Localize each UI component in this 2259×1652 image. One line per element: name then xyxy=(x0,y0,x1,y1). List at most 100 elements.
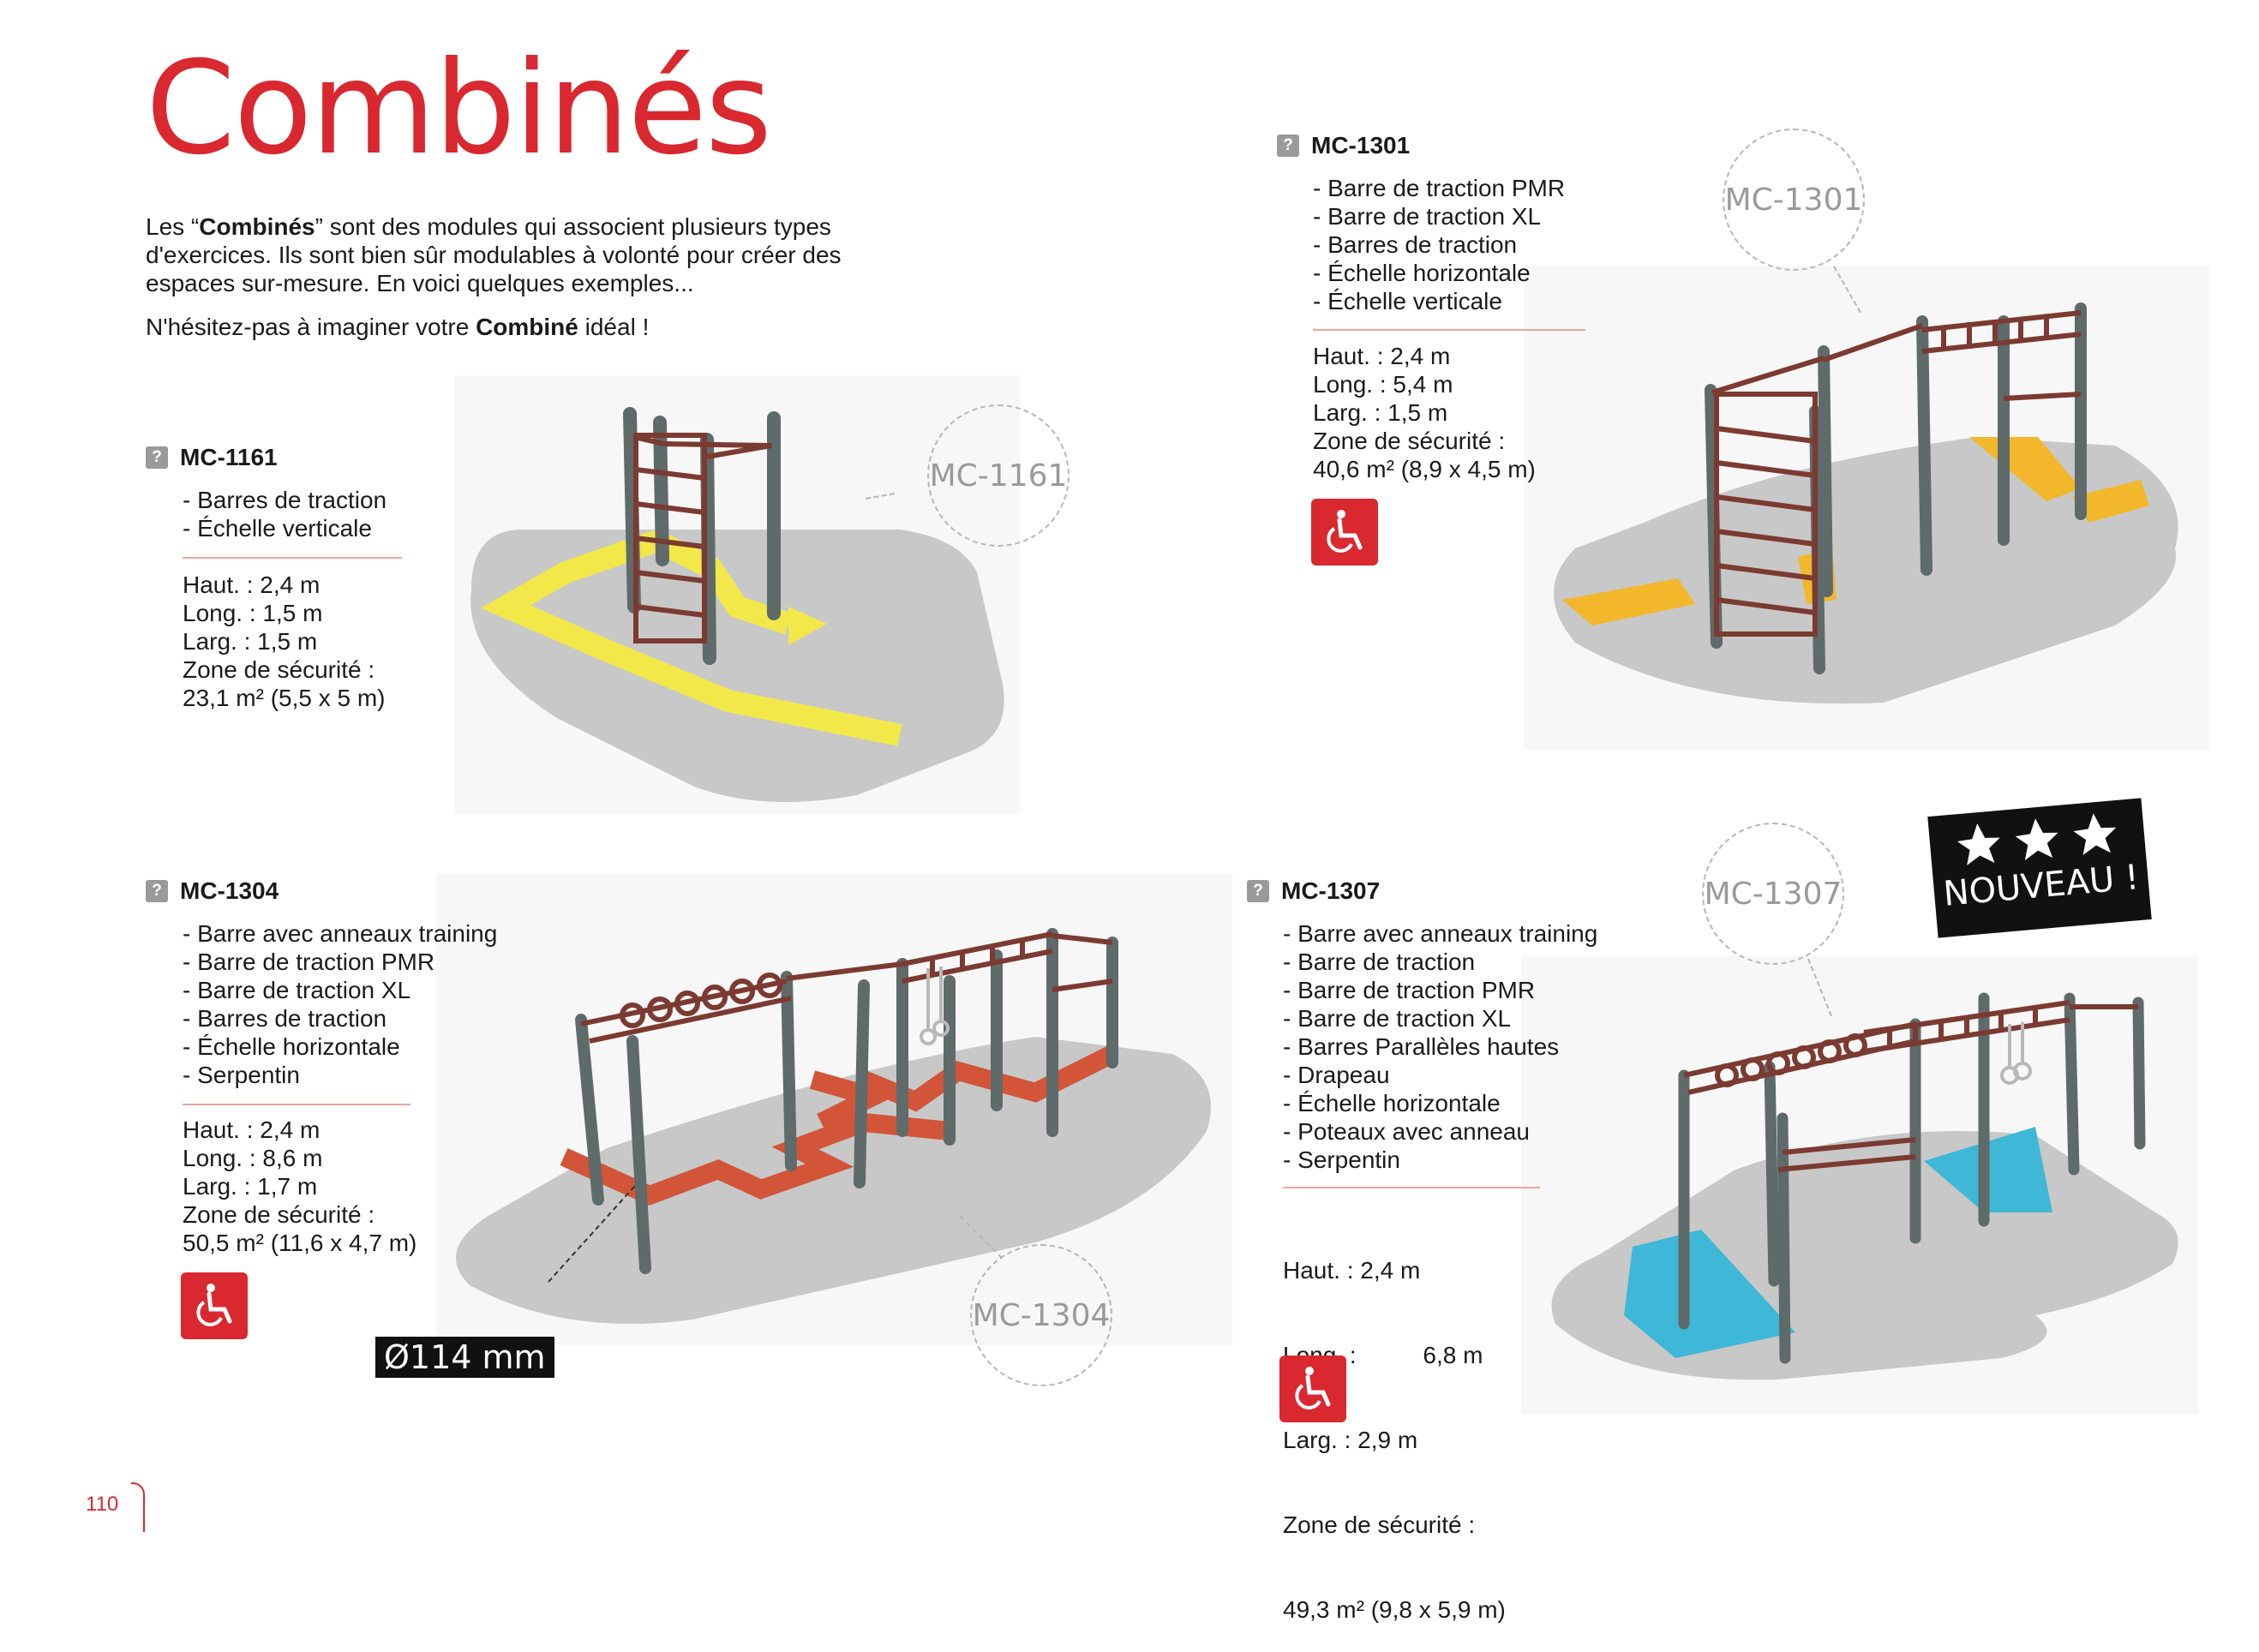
spec-line: Zone de sécurité : xyxy=(183,656,375,683)
mc1307-accessibility-badge xyxy=(1279,1356,1346,1422)
mc1161-features: - Barres de traction - Échelle verticale xyxy=(183,486,386,542)
wheelchair-icon xyxy=(1295,1367,1331,1410)
feature-item: - Barres de traction xyxy=(183,487,387,513)
spec-line: Haut. : 2,4 m xyxy=(1283,1257,1421,1284)
feature-item: - Échelle horizontale xyxy=(183,1033,400,1060)
mc1301-accessibility-badge xyxy=(1311,499,1378,566)
spec-line: Larg. : 1,7 m xyxy=(183,1173,318,1200)
wheelchair-icon xyxy=(196,1284,232,1326)
mc1304-features: - Barre avec anneaux training - Barre de… xyxy=(183,919,497,1089)
intro-paragraph-1: Les “Combinés” sont des modules qui asso… xyxy=(146,212,917,297)
mc1304-code-row: ? MC-1304 xyxy=(146,877,279,905)
mc1307-bubble: MC-1307 xyxy=(1702,823,1844,965)
feature-item: - Échelle horizontale xyxy=(1283,1090,1501,1116)
feature-item: - Échelle verticale xyxy=(1313,288,1502,314)
question-mark-icon: ? xyxy=(1277,135,1299,157)
intro-p1-after: ” sont des modules qui associent plusieu… xyxy=(146,213,842,296)
wheelchair-icon xyxy=(1327,510,1363,553)
feature-item: - Barre de traction PMR xyxy=(1283,977,1536,1003)
feature-item: - Barres de traction xyxy=(183,1005,387,1032)
feature-item: - Drapeau xyxy=(1283,1062,1390,1088)
mc1307-specs: Haut. : 2,4 m Long. : 6,8 m Larg. : 2,9 … xyxy=(1283,1200,1506,1652)
feature-item: - Barre de traction XL xyxy=(183,977,411,1003)
feature-item: - Barre de traction XL xyxy=(1283,1005,1512,1032)
mc1301-features: - Barre de traction PMR - Barre de tract… xyxy=(1313,174,1565,315)
spec-line: Haut. : 2,4 m xyxy=(1313,343,1451,369)
mc1307-illustration xyxy=(1521,955,2198,1414)
feature-item: - Barres de traction xyxy=(1313,231,1518,258)
mc1301-illustration xyxy=(1524,266,2209,750)
feature-item: - Échelle horizontale xyxy=(1313,260,1531,286)
spec-line: Haut. : 2,4 m xyxy=(183,572,321,598)
feature-item: - Serpentin xyxy=(183,1062,300,1088)
feature-item: - Barres Parallèles hautes xyxy=(1283,1033,1560,1060)
feature-item: - Barre avec anneaux training xyxy=(183,920,498,947)
spec-line: Zone de sécurité : xyxy=(1283,1511,1476,1538)
mc1301-separator xyxy=(1313,329,1585,331)
mc1307-separator xyxy=(1283,1187,1540,1188)
spec-line: 49,3 m² (9,8 x 5,9 m) xyxy=(1283,1596,1506,1623)
intro-p1-before: Les “ xyxy=(146,213,200,240)
mc1304-specs: Haut. : 2,4 m Long. : 8,6 m Larg. : 1,7 … xyxy=(183,1116,416,1257)
mc1301-specs: Haut. : 2,4 m Long. : 5,4 m Larg. : 1,5 … xyxy=(1313,342,1536,483)
mc1161-separator xyxy=(183,557,402,559)
feature-item: - Barre de traction xyxy=(1283,949,1476,975)
page-number-tab xyxy=(131,1482,145,1532)
mc1304-illustration-svg xyxy=(456,928,1211,1324)
question-mark-icon: ? xyxy=(146,446,168,469)
feature-item: - Échelle verticale xyxy=(183,515,372,542)
spec-line: Long. : 8,6 m xyxy=(183,1145,323,1171)
star-icon xyxy=(2073,813,2117,856)
intro-p2-bold: Combiné xyxy=(476,314,578,340)
mc1304-diameter-label: Ø114 mm xyxy=(375,1337,554,1378)
spec-line: Larg. : 2,9 m xyxy=(1283,1427,1418,1453)
feature-item: - Barre avec anneaux training xyxy=(1283,920,1598,947)
spec-line: Haut. : 2,4 m xyxy=(183,1116,321,1143)
intro-p1-bold: Combinés xyxy=(199,213,315,240)
mc1304-illustration xyxy=(435,874,1232,1345)
star-icon xyxy=(2015,818,2058,860)
mc1301-code: MC-1301 xyxy=(1311,132,1411,159)
intro-p2-before: N'hésitez-pas à imaginer votre xyxy=(146,314,476,340)
mc1161-specs: Haut. : 2,4 m Long. : 1,5 m Larg. : 1,5 … xyxy=(183,571,386,712)
feature-item: - Poteaux avec anneau xyxy=(1283,1118,1530,1145)
spec-line: 40,6 m² (8,9 x 4,5 m) xyxy=(1313,456,1536,482)
spec-line: Zone de sécurité : xyxy=(1313,428,1506,454)
intro-text: Les “Combinés” sont des modules qui asso… xyxy=(146,212,917,356)
mc1161-illustration-svg xyxy=(470,407,1004,802)
feature-item: - Barre de traction PMR xyxy=(1313,175,1566,201)
new-badge: NOUVEAU ! xyxy=(1927,798,2152,938)
star-icon xyxy=(1956,823,2000,865)
mc1301-illustration-svg xyxy=(1554,302,2178,704)
spec-line: 50,5 m² (11,6 x 4,7 m) xyxy=(183,1230,417,1256)
spec-line: Larg. : 1,5 m xyxy=(1313,399,1448,426)
feature-item: - Barre de traction PMR xyxy=(183,949,435,975)
mc1304-code: MC-1304 xyxy=(180,877,279,904)
spec-line: 23,1 m² (5,5 x 5 m) xyxy=(183,685,386,711)
mc1301-code-row: ? MC-1301 xyxy=(1277,132,1410,159)
spec-line: Zone de sécurité : xyxy=(183,1201,375,1228)
feature-item: - Serpentin xyxy=(1283,1146,1400,1173)
mc1161-code-row: ? MC-1161 xyxy=(146,444,278,471)
mc1304-bubble: MC-1304 xyxy=(970,1244,1112,1386)
mc1304-accessibility-badge xyxy=(181,1272,248,1339)
question-mark-icon: ? xyxy=(1247,880,1269,902)
mc1304-separator xyxy=(183,1104,410,1105)
mc1161-bubble: MC-1161 xyxy=(927,404,1070,547)
mc1307-features: - Barre avec anneaux training - Barre de… xyxy=(1283,919,1597,1174)
spec-line: Long. : 1,5 m xyxy=(183,600,323,626)
intro-p2-after: idéal ! xyxy=(578,314,650,340)
page-title: Combinés xyxy=(146,34,772,183)
mc1301-bubble: MC-1301 xyxy=(1723,129,1865,271)
badge-stars xyxy=(1928,805,2146,875)
intro-paragraph-2: N'hésitez-pas à imaginer votre Combiné i… xyxy=(146,313,917,341)
mc1307-code: MC-1307 xyxy=(1281,877,1381,904)
page-number: 110 xyxy=(86,1493,119,1516)
mc1307-illustration-svg xyxy=(1551,992,2178,1380)
mc1161-illustration xyxy=(454,375,1020,814)
mc1307-code-row: ? MC-1307 xyxy=(1247,877,1380,905)
spec-line: Larg. : 1,5 m xyxy=(183,628,318,655)
mc1161-code: MC-1161 xyxy=(180,444,278,470)
question-mark-icon: ? xyxy=(146,880,168,902)
feature-item: - Barre de traction XL xyxy=(1313,203,1542,230)
